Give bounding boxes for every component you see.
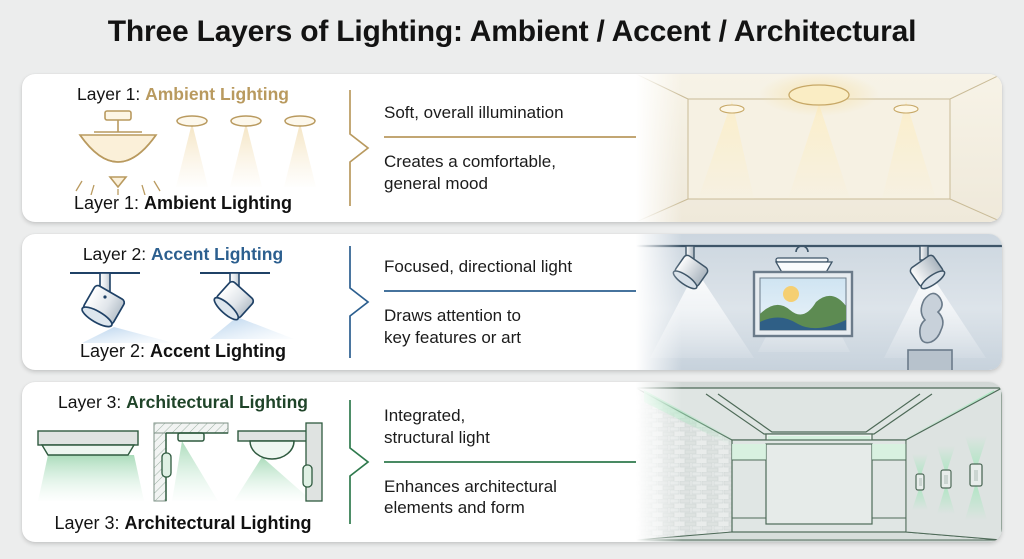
ambient-label-bottom: Layer 1: Ambient Lighting <box>22 193 344 214</box>
ambient-text-bottom-line1: Creates a comfortable, <box>384 152 556 172</box>
page-title: Three Layers of Lighting: Ambient / Acce… <box>107 15 917 48</box>
accent-label-top-prefix: Layer 2: <box>82 244 151 264</box>
ambient-chevron-divider <box>344 74 378 222</box>
accent-scene <box>636 234 1002 370</box>
accent-icon-column: Layer 2: Accent Lighting <box>22 234 344 370</box>
architectural-text-bottom-line2: elements and form <box>384 498 525 518</box>
accent-label-bottom-prefix: Layer 2: <box>79 341 151 361</box>
architectural-text-bottom: Enhances architectural elements and form <box>384 476 626 519</box>
accent-text-bottom-line2: key features or art <box>384 327 522 347</box>
ambient-text-top: Soft, overall illumination <box>384 102 564 122</box>
recessed-downlight-icon <box>176 115 208 187</box>
architectural-text-top-line1: Integrated, <box>384 406 466 426</box>
ceiling-dome-fixture-icon <box>75 110 161 195</box>
architectural-text-column: Integrated, structural light Enhances ar… <box>378 382 671 542</box>
architectural-label-bottom-accent: Architectural Lighting <box>124 513 312 533</box>
wall-wash-detail-icon <box>234 422 323 502</box>
ambient-arrow <box>384 130 671 145</box>
ambient-label-bottom-accent: Ambient Lighting <box>144 193 293 213</box>
gallery-spotlight-icon <box>909 245 946 290</box>
recessed-downlight-icon <box>284 115 316 187</box>
accent-text-bottom-line1: Draws attention to <box>384 306 522 326</box>
wall-sconce-icon <box>912 454 928 510</box>
architectural-text-bottom-line1: Enhances architectural <box>384 477 557 496</box>
accent-label-top: Layer 2: Accent Lighting <box>22 244 344 265</box>
ambient-text-column: Soft, overall illumination Creates a com… <box>378 74 671 222</box>
accent-label-bottom-accent: Accent Lighting <box>150 341 287 361</box>
architectural-icon-column: Layer 3: Architectural Lighting <box>22 382 344 542</box>
wall-sconce-icon <box>937 446 955 514</box>
architectural-label-top-prefix: Layer 3: <box>58 392 127 412</box>
wall-sconce-icon <box>965 436 987 520</box>
architectural-label-top-accent: Architectural Lighting <box>126 392 308 412</box>
sculpture-icon <box>907 292 953 370</box>
accent-label-top-accent: Accent Lighting <box>150 244 284 264</box>
layer-row-accent[interactable]: Layer 2: Accent Lighting <box>22 234 1002 370</box>
layer-row-architectural[interactable]: Layer 3: Architectural Lighting <box>22 382 1002 542</box>
accent-arrow <box>384 284 671 299</box>
track-spotlight-icon <box>70 272 174 343</box>
architectural-icon-art <box>22 413 344 513</box>
architectural-text-top: Integrated, structural light <box>384 405 626 448</box>
ambient-text-bottom: Creates a comfortable, general mood <box>384 151 626 194</box>
ambient-label-top: Layer 1: Ambient Lighting <box>22 84 344 105</box>
architectural-arrow <box>384 455 671 469</box>
architectural-chevron-divider <box>344 382 378 542</box>
accent-icon-art <box>22 265 344 343</box>
track-spotlight-icon <box>200 272 294 339</box>
ambient-text-bottom-line2: general mood <box>384 173 488 193</box>
architectural-label-top: Layer 3: Architectural Lighting <box>22 392 344 413</box>
accent-text-top: Focused, directional light <box>384 256 573 276</box>
ambient-label-bottom-prefix: Layer 1: <box>73 193 145 213</box>
accent-text-column: Focused, directional light Draws attenti… <box>378 234 671 370</box>
accent-text-bottom: Draws attention to key features or art <box>384 305 626 348</box>
gallery-spotlight-icon <box>672 245 709 290</box>
architectural-label-bottom: Layer 3: Architectural Lighting <box>22 513 344 534</box>
layers-list: Layer 1: Ambient Lighting <box>22 74 1002 554</box>
ambient-icon-art <box>22 105 344 195</box>
ambient-icon-column: Layer 1: Ambient Lighting <box>22 74 344 222</box>
ambient-label-top-prefix: Layer 1: <box>77 84 146 104</box>
architectural-scene <box>636 382 1002 542</box>
ambient-scene <box>636 74 1002 222</box>
recessed-downlight-icon <box>230 115 262 187</box>
accent-label-bottom: Layer 2: Accent Lighting <box>22 341 344 362</box>
framed-artwork <box>752 270 854 338</box>
architectural-label-bottom-prefix: Layer 3: <box>54 513 125 533</box>
architectural-text-top-line2: structural light <box>384 427 490 447</box>
accent-chevron-divider <box>344 234 378 370</box>
layer-row-ambient[interactable]: Layer 1: Ambient Lighting <box>22 74 1002 222</box>
ceiling-recess-detail-icon <box>153 422 229 502</box>
ambient-label-top-accent: Ambient Lighting <box>145 84 289 104</box>
linear-cove-profile-icon <box>37 430 144 501</box>
